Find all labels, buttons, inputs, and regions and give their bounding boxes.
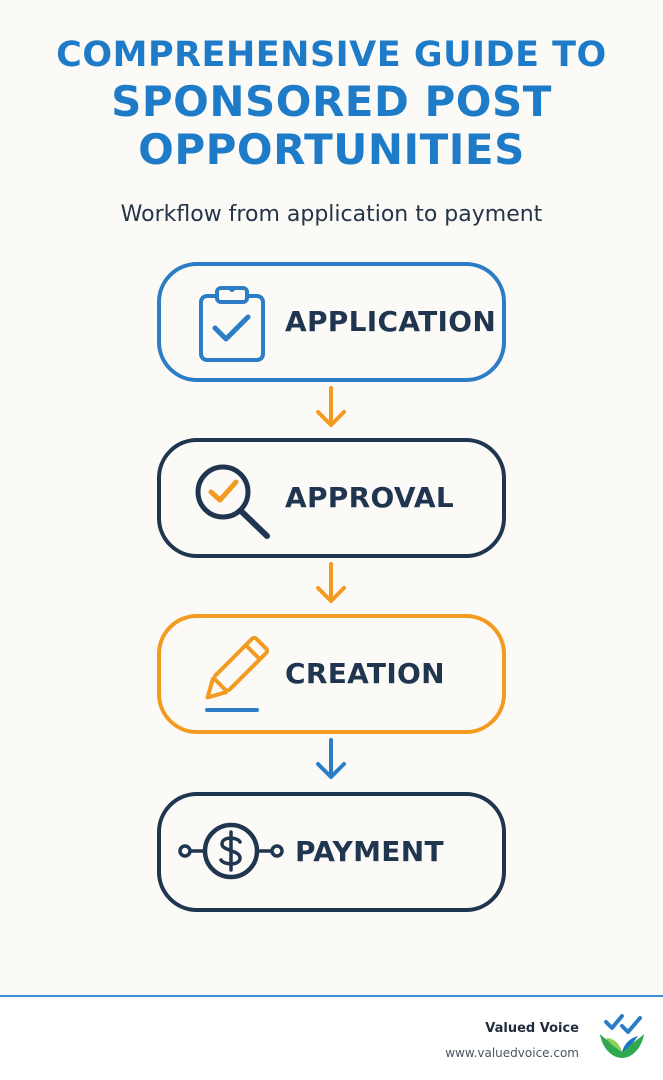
dollar-coin-icon [177,818,285,888]
page-subtitle: Workflow from application to payment [120,202,543,227]
step-creation: CREATION [157,614,506,734]
arrow-down-icon [316,738,346,779]
magnifier-check-icon [191,460,275,546]
step-label: CREATION [285,657,445,690]
brand-url[interactable]: www.valuedvoice.com [445,1046,579,1060]
clipboard-check-icon [193,284,269,368]
brand-block: Valued Voice www.valuedvoice.com [445,1019,579,1063]
brand-name: Valued Voice [485,1021,579,1036]
step-label: PAYMENT [295,835,444,868]
footer [0,997,663,1080]
step-label: APPROVAL [285,481,455,514]
arrow-down-icon [316,562,346,603]
title-line-1: COMPREHENSIVE GUIDE TO [56,35,607,75]
arrow-down-icon [316,386,346,427]
pencil-icon [193,635,273,720]
step-approval: APPROVAL [157,438,506,558]
title-line-2: SPONSORED POST [111,77,552,126]
title-line-3: OPPORTUNITIES [138,125,525,174]
page-title: COMPREHENSIVE GUIDE TO SPONSORED POST OP… [0,32,663,174]
valued-voice-logo-icon [596,1012,648,1066]
step-label: APPLICATION [285,305,497,338]
step-application: APPLICATION [157,262,506,382]
footer-divider [0,995,663,997]
step-payment: PAYMENT [157,792,506,912]
